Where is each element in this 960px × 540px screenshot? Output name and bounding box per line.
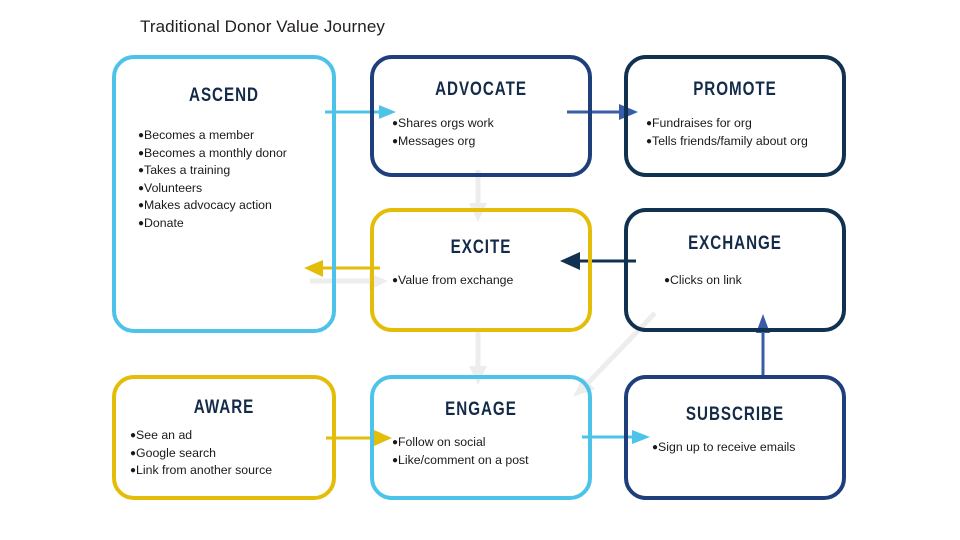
box-promote[interactable]: PROMOTE ●Fundraises for org ●Tells frien… <box>624 55 846 177</box>
list-item: ●Follow on social <box>392 435 486 449</box>
list-item: ●Becomes a member <box>138 128 255 142</box>
bullet-icon: ● <box>138 217 145 229</box>
page-title: Traditional Donor Value Journey <box>140 17 386 36</box>
box-title-promote: PROMOTE <box>693 79 777 100</box>
box-excite[interactable]: EXCITE ●Value from exchange <box>370 208 592 332</box>
list-item: ●Messages org <box>392 133 476 148</box>
box-title-exchange: EXCHANGE <box>688 233 782 254</box>
box-list-advocate: ●Shares orgs work ●Messages org <box>392 115 578 150</box>
box-ascend[interactable]: ASCEND ●Becomes a member ●Becomes a mont… <box>112 55 336 333</box>
bullet-icon: ● <box>392 118 399 129</box>
box-list-promote: ●Fundraises for org ●Tells friends/famil… <box>646 115 828 150</box>
list-item: ●Takes a training <box>138 163 231 177</box>
box-list-exchange: ●Clicks on link <box>664 272 832 290</box>
list-item: ●Fundraises for org <box>646 116 752 130</box>
box-list-aware: ●See an ad ●Google search ●Link from ano… <box>130 427 322 480</box>
list-item: ●Like/comment on a post <box>392 452 529 467</box>
box-title-ascend: ASCEND <box>189 85 259 106</box>
bullet-icon: ● <box>392 135 399 147</box>
box-list-subscribe: ●Sign up to receive emails <box>652 439 832 457</box>
box-exchange[interactable]: EXCHANGE ●Clicks on link <box>624 208 846 332</box>
box-title-subscribe: SUBSCRIBE <box>685 404 785 425</box>
box-title-engage: ENGAGE <box>445 399 517 420</box>
bullet-icon: ● <box>652 442 659 453</box>
box-list-excite: ●Value from exchange <box>392 272 578 290</box>
bullet-icon: ● <box>138 147 145 159</box>
bullet-icon: ● <box>138 130 145 141</box>
list-item: ●Donate <box>138 215 184 230</box>
box-title-aware: AWARE <box>193 397 255 418</box>
bullet-icon: ● <box>138 182 145 194</box>
bullet-icon: ● <box>646 135 653 147</box>
list-item: ●Shares orgs work <box>392 116 494 130</box>
bullet-icon: ● <box>130 430 137 441</box>
box-list-engage: ●Follow on social ●Like/comment on a pos… <box>392 434 578 469</box>
box-title-advocate: ADVOCATE <box>435 79 527 100</box>
bullet-icon: ● <box>130 465 137 476</box>
list-item: ●See an ad <box>130 428 193 442</box>
box-subscribe[interactable]: SUBSCRIBE ●Sign up to receive emails <box>624 375 846 500</box>
box-title-excite: EXCITE <box>450 237 512 258</box>
list-item: ●Volunteers <box>138 180 203 195</box>
list-item: ●Tells friends/family about org <box>646 133 808 148</box>
bullet-icon: ● <box>130 447 137 459</box>
box-engage[interactable]: ENGAGE ●Follow on social ●Like/comment o… <box>370 375 592 500</box>
list-item: ●Sign up to receive emails <box>652 440 796 454</box>
list-item: ●Makes advocacy action <box>138 198 272 212</box>
list-item: ●Link from another source <box>130 463 273 477</box>
box-list-ascend: ●Becomes a member ●Becomes a monthly don… <box>138 127 322 232</box>
bullet-icon: ● <box>392 454 399 466</box>
box-aware[interactable]: AWARE ●See an ad ●Google search ●Link fr… <box>112 375 336 500</box>
box-advocate[interactable]: ADVOCATE ●Shares orgs work ●Messages org <box>370 55 592 177</box>
bullet-icon: ● <box>138 200 145 211</box>
bullet-icon: ● <box>646 118 653 129</box>
bullet-icon: ● <box>138 165 145 176</box>
bullet-icon: ● <box>392 437 399 448</box>
list-item: ●Google search <box>130 445 217 460</box>
bullet-icon: ● <box>392 275 399 286</box>
bullet-icon: ● <box>664 275 671 286</box>
list-item: ●Clicks on link <box>664 273 742 287</box>
list-item: ●Value from exchange <box>392 273 514 287</box>
list-item: ●Becomes a monthly donor <box>138 145 287 160</box>
